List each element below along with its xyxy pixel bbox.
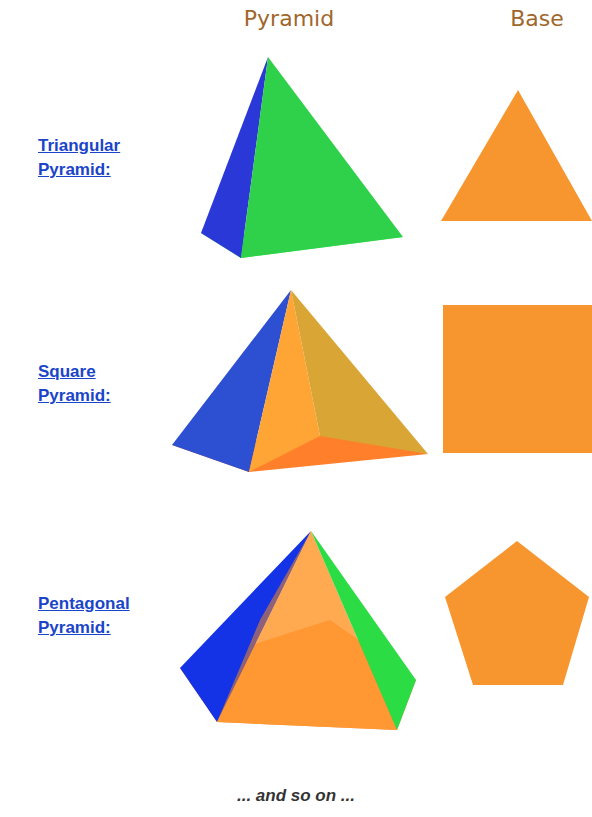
pyramid-side-face (241, 57, 403, 258)
pentagonal-pyramid (180, 531, 416, 730)
column-heading: Pyramid (244, 6, 334, 31)
column-heading: Base (510, 6, 564, 31)
row-label: Square Pyramid: (38, 360, 150, 408)
triangle-base (441, 90, 592, 221)
square-base (443, 305, 592, 453)
pyramid-side-face (291, 290, 428, 454)
square-pyramid (172, 290, 428, 472)
footer-note: ... and so on ... (237, 786, 355, 806)
triangular-pyramid (201, 57, 403, 258)
pyramid-side-face (311, 531, 416, 730)
pentagon-base (445, 541, 589, 685)
row-label: Triangular Pyramid: (38, 134, 150, 182)
row-label: Pentagonal Pyramid: (38, 592, 150, 640)
